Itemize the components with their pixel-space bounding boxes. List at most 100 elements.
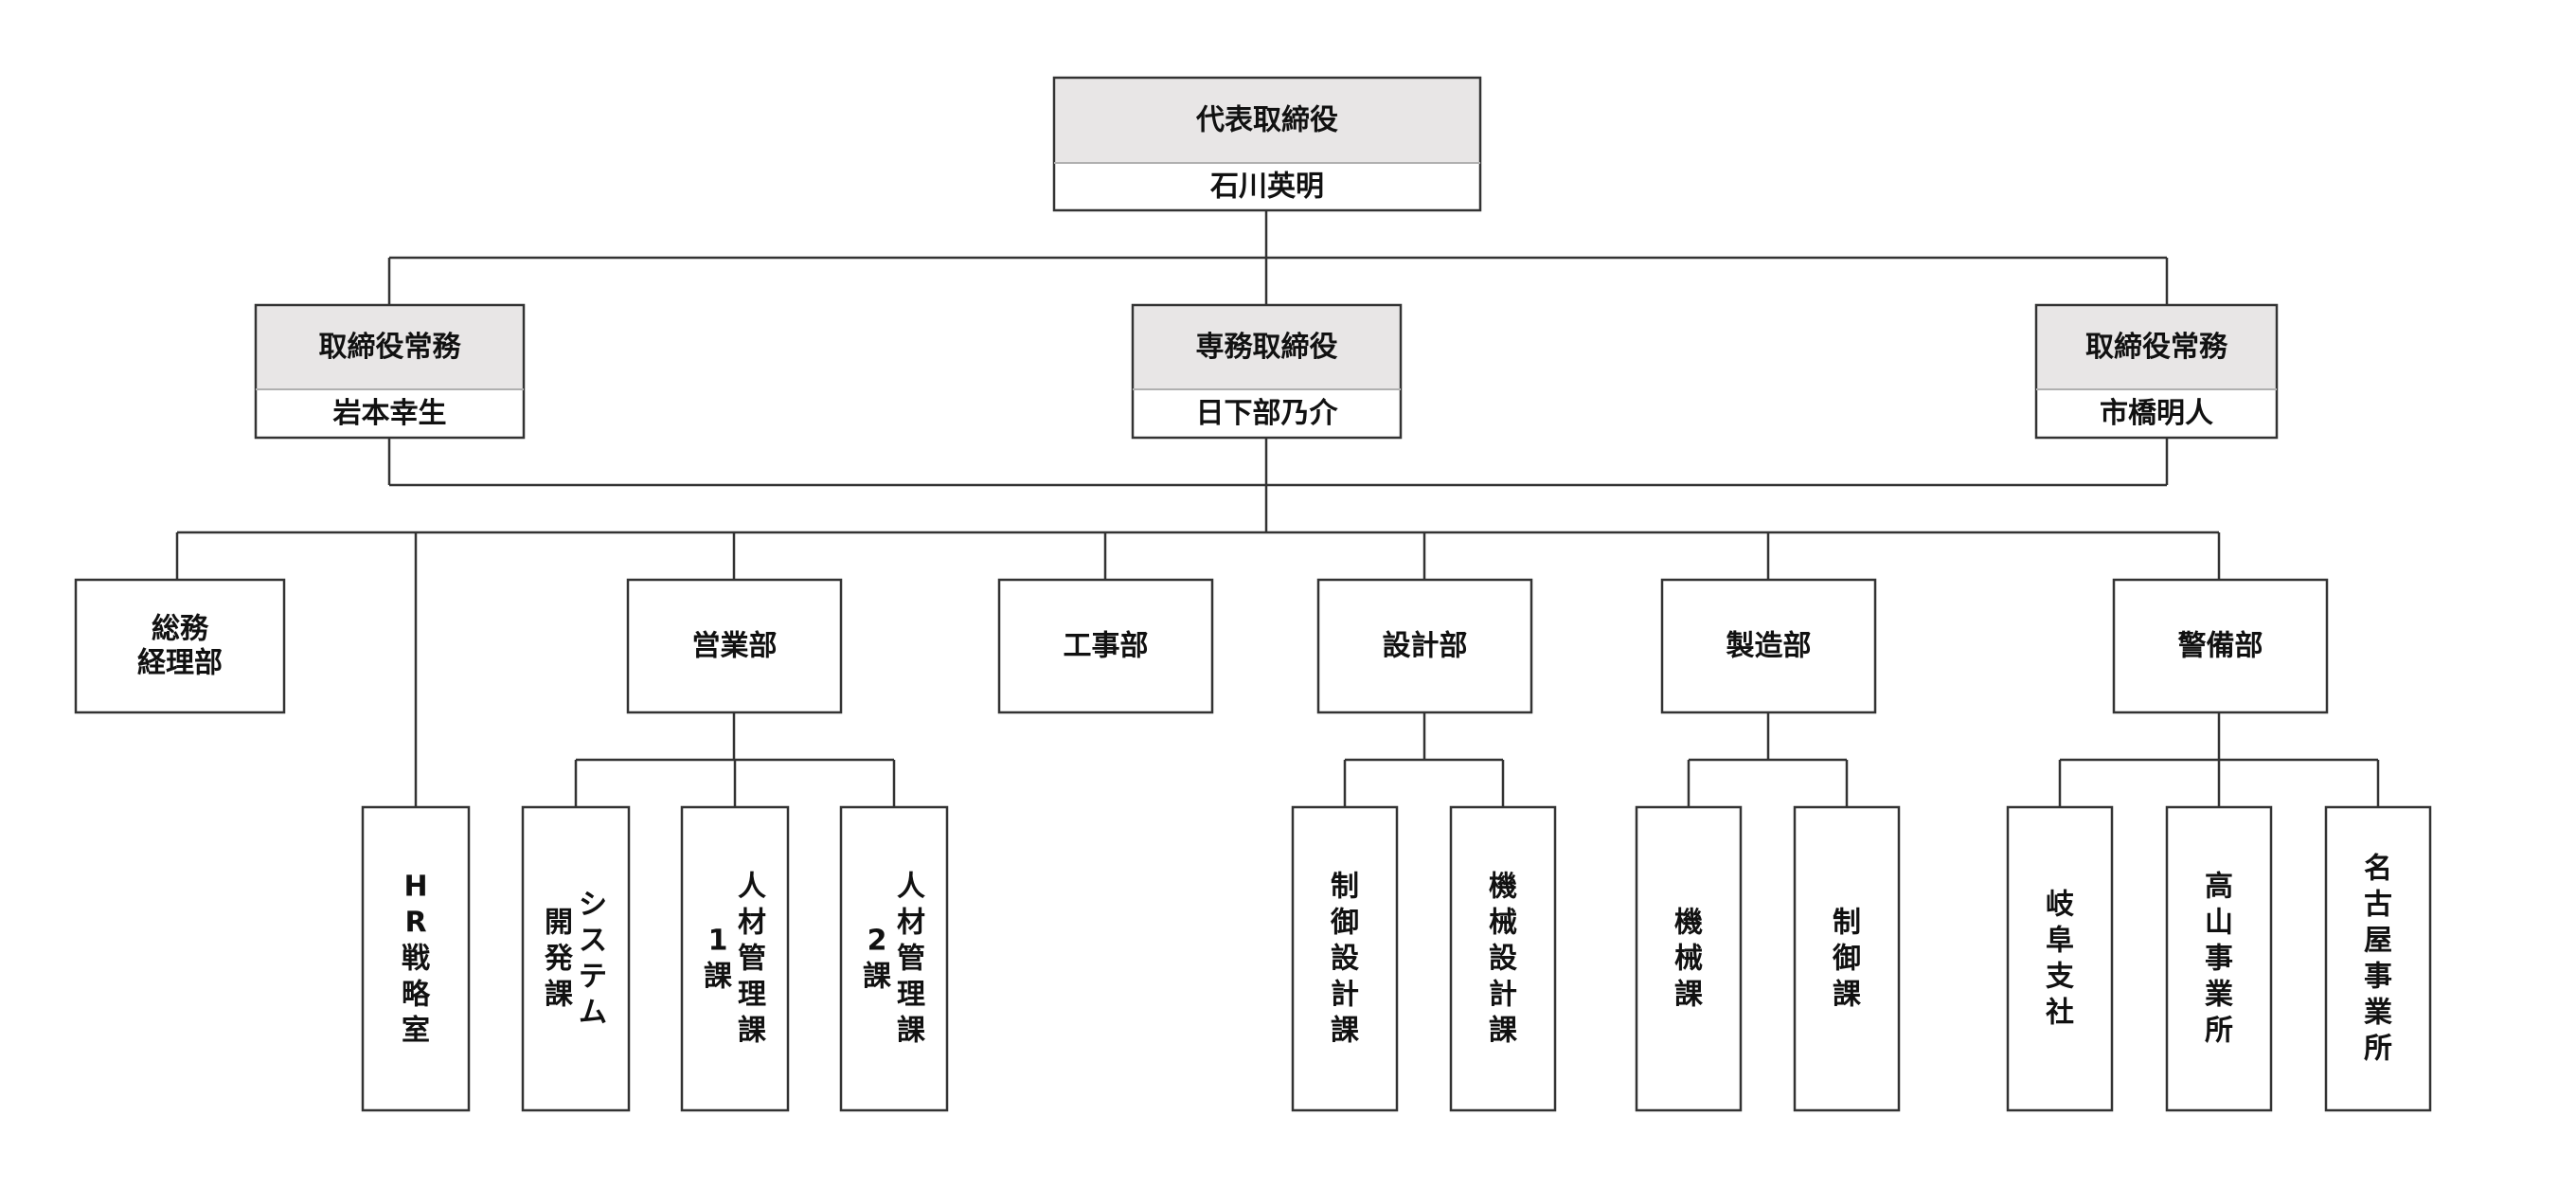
section-box-frame bbox=[1291, 805, 1399, 1112]
section-char: 事 bbox=[2205, 943, 2233, 976]
section-char: 機 bbox=[1674, 907, 1703, 940]
section-char: 開 bbox=[545, 907, 573, 940]
exec-title: 取締役常務 bbox=[2085, 331, 2228, 364]
section-char: 社 bbox=[2046, 997, 2074, 1030]
section-char: 課 bbox=[1489, 1015, 1518, 1048]
section-char: 所 bbox=[2205, 1015, 2233, 1048]
section-char: R bbox=[404, 907, 426, 940]
dept-box-eigyo: 営業部 bbox=[626, 578, 843, 714]
exec-name: 市橋明人 bbox=[2100, 397, 2213, 430]
section-char: 設 bbox=[1331, 943, 1359, 976]
section-char: 業 bbox=[2364, 997, 2392, 1030]
section-box-kikai: 機械課 bbox=[1635, 805, 1743, 1112]
section-box-seigyo: 制御課 bbox=[1793, 805, 1901, 1112]
exec-title-band bbox=[1055, 79, 1479, 163]
dept-label: 製造部 bbox=[1726, 630, 1812, 663]
exec-name: 岩本幸生 bbox=[333, 397, 447, 430]
section-char: 械 bbox=[1674, 943, 1703, 976]
section-char: 高 bbox=[2205, 871, 2233, 904]
section-char: 理 bbox=[738, 979, 766, 1012]
section-char: シ bbox=[579, 889, 607, 922]
section-char: 課 bbox=[897, 1015, 926, 1048]
dept-box-frame bbox=[2112, 578, 2329, 714]
dept-label: 営業部 bbox=[692, 630, 778, 663]
section-char: 材 bbox=[738, 907, 766, 940]
exec-title-band bbox=[257, 306, 523, 389]
dept-box-koji: 工事部 bbox=[997, 578, 1214, 714]
section-char: 御 bbox=[1330, 907, 1359, 940]
section-char: 御 bbox=[1832, 943, 1861, 976]
section-char: 戦 bbox=[402, 943, 430, 976]
section-box-frame bbox=[2165, 805, 2273, 1112]
section-char: 略 bbox=[402, 979, 431, 1012]
section-char: 課 bbox=[1674, 979, 1704, 1012]
section-char: H bbox=[403, 871, 427, 904]
section-char: 室 bbox=[402, 1015, 430, 1048]
section-char: 2 bbox=[868, 925, 887, 958]
section-box-frame bbox=[839, 805, 949, 1112]
section-char: 名 bbox=[2364, 853, 2392, 886]
section-char: 古 bbox=[2364, 889, 2392, 922]
exec-title: 専務取締役 bbox=[1196, 331, 1338, 364]
dept-box-frame bbox=[1316, 578, 1533, 714]
section-char: 課 bbox=[704, 961, 733, 994]
section-char: 1 bbox=[708, 925, 728, 958]
dept-label: 総務 bbox=[152, 613, 209, 646]
dept-box-keibi: 警備部 bbox=[2112, 578, 2329, 714]
section-char: 課 bbox=[1331, 1015, 1360, 1048]
section-box-frame bbox=[1635, 805, 1743, 1112]
section-char: 管 bbox=[897, 943, 925, 976]
exec-title: 取締役常務 bbox=[319, 331, 462, 364]
section-box-frame bbox=[1449, 805, 1557, 1112]
exec-title-band bbox=[1134, 306, 1400, 389]
dept-box-sekkei: 設計部 bbox=[1316, 578, 1533, 714]
exec-title: 代表取締役 bbox=[1195, 104, 1338, 137]
section-char: 発 bbox=[544, 943, 574, 976]
exec-title-band bbox=[2037, 306, 2276, 389]
dept-box-frame bbox=[626, 578, 843, 714]
section-char: 業 bbox=[2205, 979, 2233, 1012]
exec-name: 石川英明 bbox=[1209, 171, 1324, 204]
section-char: 課 bbox=[863, 961, 892, 994]
dept-label: 警備部 bbox=[2178, 630, 2263, 663]
connectors bbox=[175, 210, 2380, 807]
section-box-frame bbox=[361, 805, 471, 1112]
dept-label: 工事部 bbox=[1064, 630, 1149, 663]
section-char: 設 bbox=[1489, 943, 1517, 976]
section-char: 機 bbox=[1489, 871, 1517, 904]
section-char: 事 bbox=[2364, 961, 2392, 994]
section-char: 計 bbox=[1331, 979, 1359, 1012]
section-char: 課 bbox=[545, 979, 574, 1012]
section-char: 山 bbox=[2205, 907, 2233, 940]
dept-box-seizo: 製造部 bbox=[1660, 578, 1877, 714]
section-char: 械 bbox=[1489, 907, 1517, 940]
section-char: 人 bbox=[897, 871, 925, 904]
section-box-frame bbox=[2324, 805, 2432, 1112]
dept-box-frame bbox=[74, 578, 286, 714]
section-char: 理 bbox=[897, 979, 925, 1012]
section-char: テ bbox=[579, 961, 607, 994]
section-char: 人 bbox=[738, 871, 766, 904]
section-char: 材 bbox=[897, 907, 925, 940]
section-char: 阜 bbox=[2046, 925, 2074, 958]
section-char: ム bbox=[579, 997, 607, 1030]
section-box-frame bbox=[1793, 805, 1901, 1112]
section-box-frame bbox=[680, 805, 790, 1112]
section-char: 支 bbox=[2046, 961, 2074, 994]
section-char: 屋 bbox=[2364, 925, 2392, 958]
